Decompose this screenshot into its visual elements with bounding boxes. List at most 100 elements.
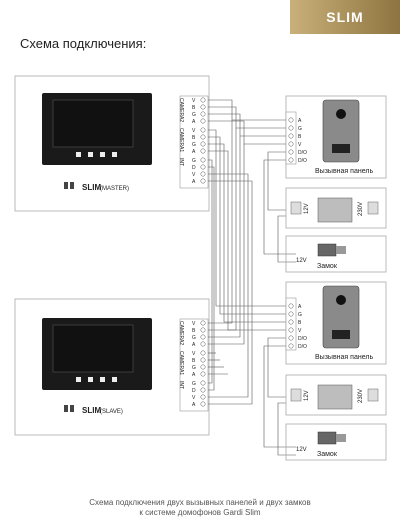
psu-terminal [290,388,302,402]
terminal-screw [288,311,294,317]
terminal-pin-label: G [192,158,196,164]
terminal-screw [200,97,206,103]
terminal-screw [200,387,206,393]
terminal-pin-label: G [192,365,196,371]
power-unit-frame [285,187,387,229]
lock-bolt-icon [336,434,346,442]
terminal-screw [200,380,206,386]
terminal-pin-label: B [298,320,302,326]
terminal-pin-label: A [192,149,196,155]
lock-body-icon [317,243,337,257]
wire [263,159,296,255]
wire [208,99,296,121]
lock-2: 12V Замок [285,423,387,461]
slave-monitor-button [76,377,81,382]
psu-terminal [367,388,379,402]
terminal-screw [200,357,206,363]
call-panel-label: Вызывная панель [315,354,373,361]
call-button-icon [332,144,350,153]
master-group-label: CAMERA2 [178,98,184,122]
terminal-pin-label: V [192,395,196,401]
terminal-screw [200,141,206,147]
wire [208,136,241,338]
psu-body-icon [317,197,353,223]
wiring-harness [208,99,296,456]
terminal-screw [200,364,206,370]
power-unit-2: 12V 230V [285,374,387,416]
terminal-screw [200,327,206,333]
terminal-pin-label: V [298,142,302,148]
wire [208,113,296,137]
terminal-pin-label: D [192,165,196,171]
terminal-pin-label: A [192,402,196,408]
wire [208,173,249,398]
terminal-pin-label: V [192,98,196,104]
terminal-pin-label: D/O [298,158,307,164]
terminal-pin-label: A [298,118,302,124]
terminal-screw [200,171,206,177]
terminal-screw [200,104,206,110]
terminal-screw [200,341,206,347]
terminal-pin-label: G [298,312,302,318]
brand-badge: SLIM [290,0,400,34]
terminal-screw [200,334,206,340]
master-dip-switch [70,182,74,189]
terminal-screw [200,148,206,154]
lock-bolt-icon [336,246,346,254]
psu-dc-label: 12V [304,203,310,214]
master-group-label: CAMERA1 [178,128,184,152]
terminal-screw [200,320,206,326]
terminal-pin-label: B [192,105,196,111]
terminal-pin-label: A [298,304,302,310]
master-monitor-screen [52,99,134,148]
terminal-screw [200,350,206,356]
terminal-screw [288,117,294,123]
wire [208,144,245,345]
terminal-pin-label: A [192,119,196,125]
lock-voltage-label: 12V [296,258,307,264]
terminal-screw [200,371,206,377]
terminal-pin-label: D/O [298,344,307,350]
terminal-screw [288,335,294,341]
master-monitor-button [112,152,117,157]
terminal-pin-label: A [192,179,196,185]
master-monitor-unit: SLIM (MASTER) CAMERA2 CAMERA1 INT VBGAVB… [14,75,210,212]
lock-1: 12V Замок [285,235,387,273]
slave-dip-switch [70,405,74,412]
master-dip-switch [64,182,68,189]
wire [208,159,213,384]
terminal-pin-label: V [192,321,196,327]
wire [208,106,296,129]
wire [208,120,296,145]
master-monitor-frame [14,75,210,212]
terminal-screw [200,401,206,407]
lock-label: Замок [317,263,338,270]
wire [208,120,233,324]
terminal-pin-label: D/O [298,336,307,342]
call-panel-label: Вызывная панель [315,168,373,175]
psu-ac-label: 230V [358,389,364,403]
terminal-pin-label: V [192,128,196,134]
terminal-screw [288,141,294,147]
power-unit-frame [285,374,387,416]
terminal-pin-label: A [192,342,196,348]
wire [208,150,296,331]
camera-lens-icon [336,109,346,119]
master-mode-label: (MASTER) [100,186,129,192]
terminal-pin-label: B [192,358,196,364]
slave-monitor-screen [52,324,134,373]
lock-frame [285,423,387,461]
wire [277,215,296,263]
terminal-screw [200,118,206,124]
figure-caption: Схема подключения двух вызывных панелей … [0,498,400,518]
terminal-screw [200,394,206,400]
terminal-pin-label: B [298,134,302,140]
slave-monitor-button [100,377,105,382]
terminal-pin-label: G [192,112,196,118]
terminal-screw [200,178,206,184]
terminal-screw [288,327,294,333]
terminal-pin-label: G [192,335,196,341]
camera-lens-icon [336,295,346,305]
